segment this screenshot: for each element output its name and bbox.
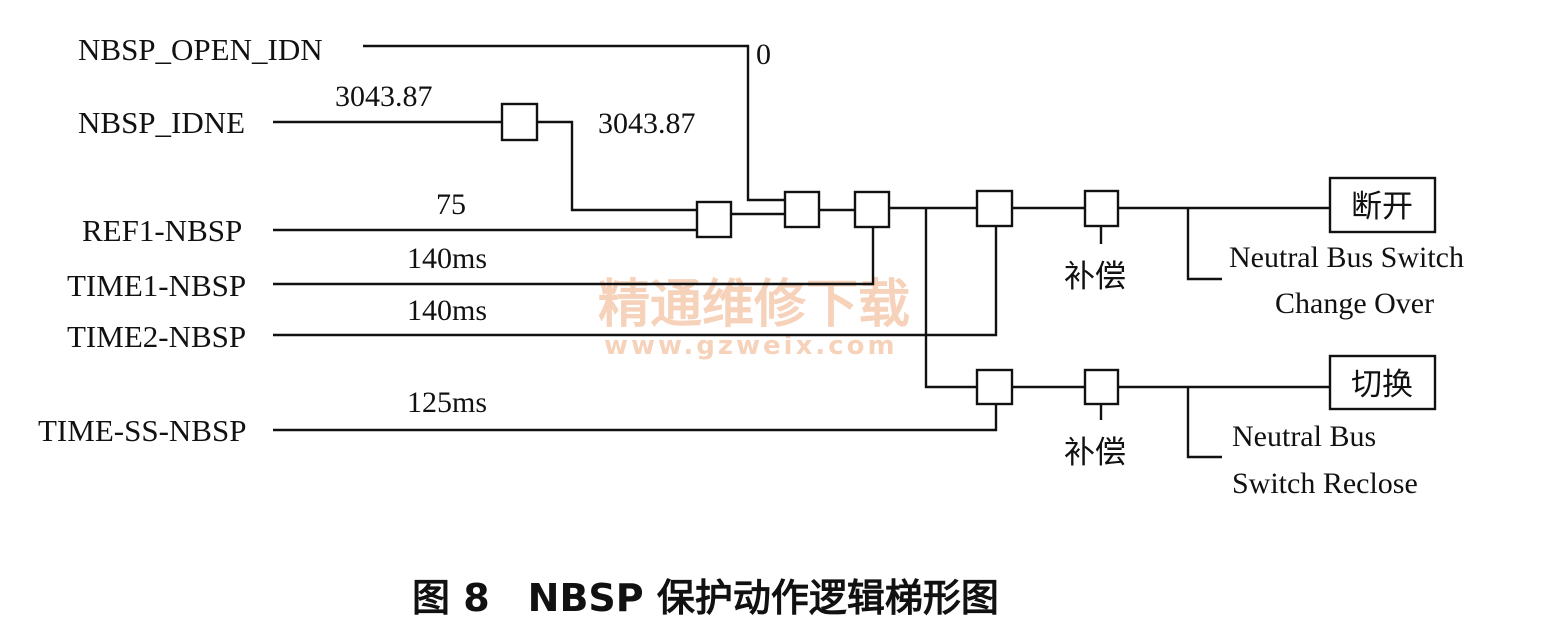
figure-caption: 图 8 NBSP 保护动作逻辑梯形图	[412, 576, 999, 620]
wire-open-idn	[363, 44, 785, 202]
comparator-block-open	[783, 190, 821, 229]
output-box-switch	[1328, 354, 1437, 411]
input-label-open-idn: NBSP_OPEN_IDN	[78, 32, 323, 67]
value-idne-out: 3043.87	[598, 107, 696, 140]
value-time-ss: 125ms	[407, 386, 487, 419]
input-label-time2: TIME2-NBSP	[67, 319, 246, 354]
wire-time2	[273, 226, 998, 337]
value-open-idn: 0	[756, 38, 771, 71]
output-open-label: 断开	[1351, 189, 1413, 225]
output-switch-desc-line2: Switch Reclose	[1232, 467, 1418, 500]
output-open-desc-line2: Change Over	[1275, 287, 1434, 320]
input-label-time1: TIME1-NBSP	[67, 268, 246, 303]
output-open-desc-line1: Neutral Bus Switch	[1229, 241, 1464, 274]
timer-block-time1	[853, 190, 891, 229]
comparator-block-ref1	[695, 200, 733, 239]
output-switch-label: 切换	[1351, 367, 1413, 403]
input-label-time-ss: TIME-SS-NBSP	[38, 413, 246, 448]
wire-branch-down	[924, 208, 977, 389]
compensate-label-2: 补偿	[1064, 435, 1126, 471]
wire-switch-label	[1186, 387, 1222, 459]
timer-block-time-ss	[975, 368, 1014, 406]
value-time1: 140ms	[407, 242, 487, 275]
compensate-label-1: 补偿	[1064, 259, 1126, 295]
input-label-ref1: REF1-NBSP	[82, 213, 242, 248]
value-time2: 140ms	[407, 294, 487, 327]
output-box-open	[1328, 176, 1437, 234]
wire-idne-filtered	[537, 120, 697, 212]
compensate-block-2	[1083, 368, 1120, 406]
timer-block-time2	[975, 189, 1014, 228]
wire-time1	[273, 227, 875, 286]
output-switch-desc-line1: Neutral Bus	[1232, 420, 1376, 453]
input-label-idne: NBSP_IDNE	[78, 105, 245, 140]
filter-block	[500, 102, 539, 142]
wire-open-label	[1186, 208, 1222, 281]
compensate-block-1	[1083, 189, 1120, 228]
value-idne-in: 3043.87	[335, 80, 433, 113]
wire-time-ss	[273, 404, 998, 432]
value-ref1: 75	[436, 188, 466, 221]
